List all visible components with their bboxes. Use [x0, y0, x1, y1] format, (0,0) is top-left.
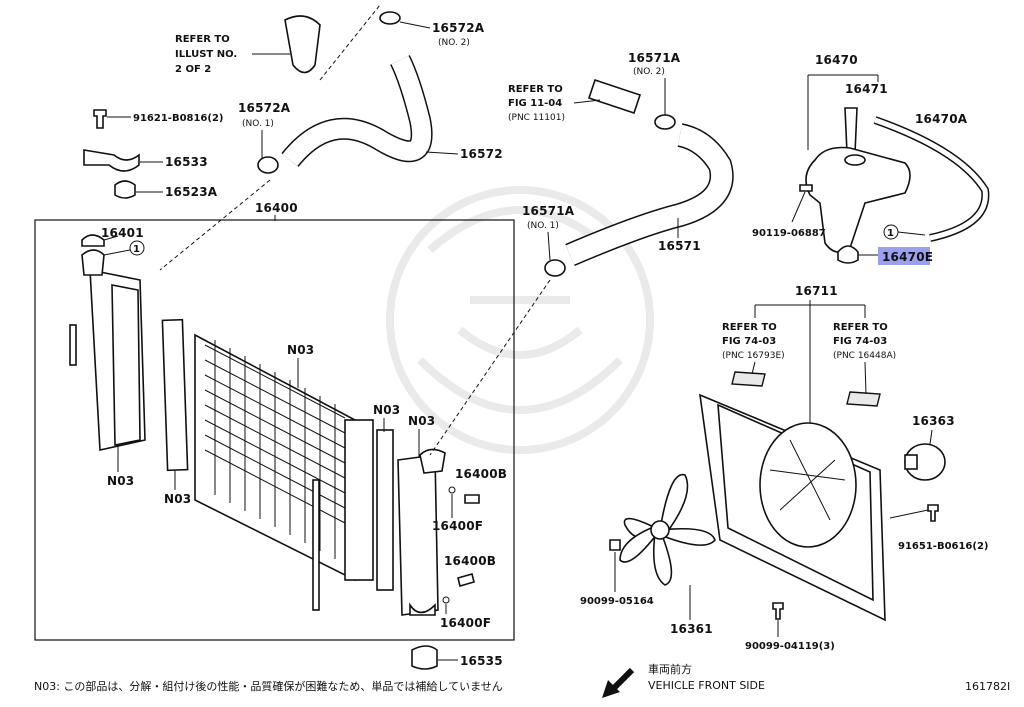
footer-note: N03: この部品は、分解・組付け後の性能・品質確保が困難なため、単品では補給し…: [34, 679, 503, 693]
svg-text:1: 1: [887, 228, 894, 239]
gasket-center[interactable]: [344, 419, 374, 581]
gasket-right[interactable]: [376, 429, 394, 591]
label-91621[interactable]: 91621-B0816(2): [133, 113, 224, 124]
label-16400B-a[interactable]: 16400B: [455, 467, 507, 481]
bolt-90099-04119[interactable]: [772, 602, 784, 620]
callout-1-left: 1: [129, 240, 145, 256]
water-outlet[interactable]: [284, 15, 321, 74]
label-16572A-top[interactable]: 16572A: [432, 21, 485, 35]
cushion-16523A[interactable]: [114, 180, 136, 199]
label-16400F-a[interactable]: 16400F: [432, 519, 483, 533]
label-90119[interactable]: 90119-06887: [752, 228, 826, 239]
svg-text:(PNC 16448A): (PNC 16448A): [833, 351, 896, 361]
grommet-16470E[interactable]: [837, 245, 859, 264]
svg-text:(PNC 16793E): (PNC 16793E): [722, 351, 785, 361]
label-n03-left[interactable]: N03: [107, 474, 134, 488]
bracket-16533[interactable]: [83, 149, 140, 172]
refer-illust-note: REFER TO ILLUST NO. 2 OF 2: [175, 34, 237, 75]
label-16711[interactable]: 16711: [795, 284, 838, 298]
label-16572[interactable]: 16572: [460, 147, 503, 161]
svg-text:REFER TO: REFER TO: [175, 34, 230, 45]
refer-fig-74a-note: REFER TO FIG 74-03 (PNC 16793E): [722, 322, 785, 361]
label-16535[interactable]: 16535: [460, 654, 503, 668]
refer-fig-11-note: REFER TO FIG 11-04 (PNC 11101): [508, 84, 565, 123]
figure-id: 161782I: [965, 680, 1010, 693]
bolt-91621[interactable]: [93, 109, 107, 129]
svg-text:REFER TO: REFER TO: [833, 322, 888, 333]
label-16401[interactable]: 16401: [101, 226, 144, 240]
label-91651[interactable]: 91651-B0616(2): [898, 541, 989, 552]
label-16533[interactable]: 16533: [165, 155, 208, 169]
o-ring-b[interactable]: [442, 596, 450, 604]
svg-text:ILLUST NO.: ILLUST NO.: [175, 49, 237, 60]
label-16400[interactable]: 16400: [255, 201, 298, 215]
nut-90099-05164[interactable]: [609, 539, 621, 551]
svg-text:(PNC 11101): (PNC 11101): [508, 113, 565, 123]
svg-text:FIG 11-04: FIG 11-04: [508, 98, 562, 109]
fan-shroud[interactable]: [699, 393, 886, 622]
reservoir-cap[interactable]: [844, 107, 858, 154]
label-16571A-left[interactable]: 16571A: [522, 204, 575, 218]
label-16400F-b[interactable]: 16400F: [440, 616, 491, 630]
cushion-16535[interactable]: [411, 645, 438, 670]
label-16400B-b[interactable]: 16400B: [444, 554, 496, 568]
label-n03-right[interactable]: N03: [408, 414, 435, 428]
seal-16448A[interactable]: [846, 391, 881, 407]
lower-hose-16571[interactable]: [565, 123, 734, 267]
direction-en: VEHICLE FRONT SIDE: [648, 679, 765, 692]
label-16470A[interactable]: 16470A: [915, 112, 968, 126]
radiator-core[interactable]: [194, 333, 356, 611]
hose-clamp-top[interactable]: [379, 11, 401, 25]
svg-text:REFER TO: REFER TO: [508, 84, 563, 95]
direction-jp: 車両前方: [648, 662, 692, 676]
hose-clamp-left[interactable]: [257, 156, 279, 174]
label-n03-gasket[interactable]: N03: [164, 492, 191, 506]
hose-clamp-16571A-top[interactable]: [654, 114, 676, 130]
fan-motor-16363[interactable]: [904, 443, 946, 481]
svg-text:1: 1: [133, 244, 140, 255]
bolt-90119[interactable]: [799, 184, 813, 192]
label-n03-core[interactable]: N03: [287, 343, 314, 357]
label-16361[interactable]: 16361: [670, 622, 713, 636]
label-16470E[interactable]: 16470E: [882, 250, 933, 264]
inlet-pipe[interactable]: [587, 78, 642, 115]
note-16571A-top: (NO. 2): [633, 67, 665, 77]
hose-clamp-16571A-left[interactable]: [544, 259, 566, 277]
radiator-cap[interactable]: [81, 234, 105, 247]
label-n03-center[interactable]: N03: [373, 403, 400, 417]
label-16572A-left[interactable]: 16572A: [238, 101, 291, 115]
radiator-left-tank[interactable]: [69, 249, 146, 451]
seal-16793E[interactable]: [731, 371, 766, 387]
upper-hose-16572[interactable]: [281, 55, 433, 168]
drain-plug-a[interactable]: [464, 494, 480, 504]
o-ring-a[interactable]: [448, 486, 456, 494]
label-16523A[interactable]: 16523A: [165, 185, 218, 199]
label-16471[interactable]: 16471: [845, 82, 888, 96]
label-16470[interactable]: 16470: [815, 53, 858, 67]
direction-arrow-icon: [602, 667, 635, 698]
svg-text:REFER TO: REFER TO: [722, 322, 777, 333]
refer-fig-74b-note: REFER TO FIG 74-03 (PNC 16448A): [833, 322, 896, 361]
watermark-logo: [386, 186, 654, 454]
label-16571A-top[interactable]: 16571A: [628, 51, 681, 65]
label-16470E-highlight[interactable]: 16470E: [878, 247, 933, 265]
svg-text:FIG 74-03: FIG 74-03: [833, 336, 887, 347]
drain-plug-b[interactable]: [457, 573, 475, 587]
gasket-left[interactable]: [161, 318, 189, 472]
radiator-right-tank[interactable]: [397, 448, 446, 616]
bolt-91651[interactable]: [927, 504, 939, 522]
fan-blade-16361[interactable]: [619, 473, 716, 586]
callout-1-right: 1: [883, 224, 899, 240]
label-16571[interactable]: 16571: [658, 239, 701, 253]
svg-text:2 OF 2: 2 OF 2: [175, 64, 211, 75]
label-90099-04119[interactable]: 90099-04119(3): [745, 641, 835, 652]
note-16572A-top: (NO. 2): [438, 38, 470, 48]
svg-text:FIG 74-03: FIG 74-03: [722, 336, 776, 347]
label-16363[interactable]: 16363: [912, 414, 955, 428]
label-90099-05164[interactable]: 90099-05164: [580, 596, 654, 607]
note-16571A-left: (NO. 1): [527, 221, 559, 231]
note-16572A-left: (NO. 1): [242, 119, 274, 129]
